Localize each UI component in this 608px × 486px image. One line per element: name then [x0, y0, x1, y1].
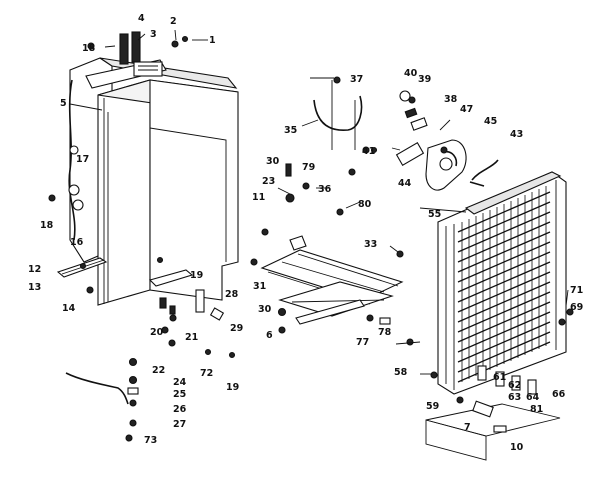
callout-33: 33	[364, 239, 377, 250]
callout-3: 3	[150, 29, 157, 40]
callout-73: 73	[144, 435, 157, 446]
coil-tube	[457, 281, 551, 323]
coil-tube	[457, 201, 551, 243]
callout-18-top: 18	[82, 43, 96, 54]
callout-45: 45	[484, 116, 497, 127]
callout-21: 21	[185, 332, 198, 343]
coil-tube	[457, 191, 551, 233]
coil-tube	[457, 241, 551, 283]
callout-7: 7	[464, 422, 471, 433]
callout-29: 29	[230, 323, 243, 334]
callout-19-b: 19	[226, 382, 239, 393]
callout-41: 41	[362, 146, 375, 157]
coil-tube	[457, 301, 551, 343]
callout-19-a: 19	[190, 270, 203, 281]
callout-55: 55	[428, 209, 441, 220]
callout-38: 38	[444, 94, 458, 105]
callout-77: 77	[356, 337, 369, 348]
callout-47: 47	[460, 104, 473, 115]
callout-27: 27	[173, 419, 186, 430]
callout-4: 4	[138, 13, 145, 24]
callout-36: 36	[318, 184, 332, 195]
coil-tube	[457, 221, 551, 263]
cabinet-assembly	[48, 31, 239, 442]
coil-tube	[457, 291, 551, 333]
callout-78: 78	[378, 327, 392, 338]
callout-63: 63	[508, 392, 521, 403]
callout-22: 22	[152, 365, 165, 376]
coil-fins	[457, 186, 551, 383]
callout-24: 24	[173, 377, 187, 388]
callout-61: 61	[493, 372, 506, 383]
coil-tube	[457, 311, 551, 353]
callout-5: 5	[60, 98, 67, 109]
callout-30-b: 30	[258, 304, 272, 315]
callout-10: 10	[510, 442, 524, 453]
base-support-assembly	[250, 76, 404, 334]
coil-tube	[457, 251, 551, 293]
callout-39: 39	[418, 74, 431, 85]
callout-1: 1	[209, 35, 216, 46]
callout-62: 62	[508, 380, 521, 391]
callout-59: 59	[426, 401, 439, 412]
coil-tube	[457, 341, 551, 383]
callout-35: 35	[284, 125, 297, 136]
callout-64: 64	[526, 392, 540, 403]
callout-30-a: 30	[266, 156, 280, 167]
callout-2: 2	[170, 16, 177, 27]
coil-tube	[457, 231, 551, 273]
callout-81: 81	[530, 404, 543, 415]
leader-lines	[69, 29, 569, 375]
callout-44: 44	[398, 178, 412, 189]
callout-58: 58	[394, 367, 408, 378]
callout-16: 16	[70, 237, 84, 248]
callout-6: 6	[266, 330, 273, 341]
callout-31: 31	[253, 281, 266, 292]
callout-80: 80	[358, 199, 372, 210]
callout-72: 72	[200, 368, 213, 379]
callout-37: 37	[350, 74, 363, 85]
callout-13: 13	[28, 282, 41, 293]
callout-25: 25	[173, 389, 186, 400]
callout-20: 20	[150, 327, 164, 338]
callout-28: 28	[225, 289, 239, 300]
callout-43: 43	[510, 129, 523, 140]
callout-12: 12	[28, 264, 41, 275]
callout-79: 79	[302, 162, 315, 173]
callout-66: 66	[552, 389, 566, 400]
coil-fittings	[406, 308, 574, 461]
coil-tube	[457, 331, 551, 373]
callout-17: 17	[76, 154, 89, 165]
callout-11: 11	[252, 192, 265, 203]
coil-tube	[457, 271, 551, 313]
coil-tube	[457, 321, 551, 363]
callout-26: 26	[173, 404, 187, 415]
coil-tube	[457, 211, 551, 253]
callout-71: 71	[570, 285, 583, 296]
callout-23: 23	[262, 176, 275, 187]
callout-40: 40	[404, 68, 418, 79]
fan-motor-assembly	[370, 90, 499, 191]
callout-69: 69	[570, 302, 583, 313]
callout-18-left: 18	[40, 220, 54, 231]
callout-14: 14	[62, 303, 76, 314]
coil-tube	[457, 261, 551, 303]
callout-labels: 1 2 3 4 5 10 11 12 13 14 16 17 18 18 19 …	[28, 13, 583, 453]
